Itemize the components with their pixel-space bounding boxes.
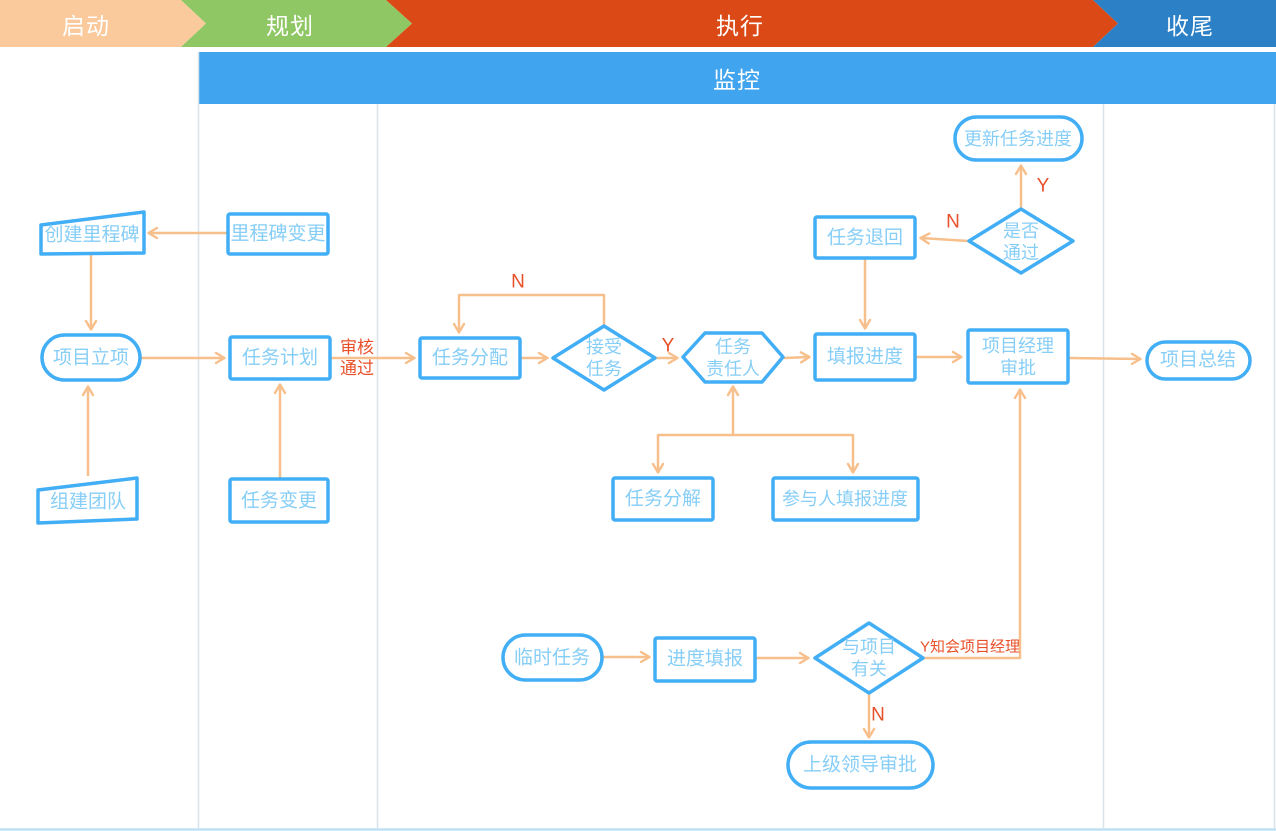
lane-dividers	[197, 52, 1276, 828]
temp-task-shape	[501, 633, 604, 682]
leader-approval-shape	[786, 740, 935, 790]
report-progress-shape	[813, 332, 917, 382]
progress-report-shape	[653, 636, 757, 683]
task-owner-shape	[681, 331, 785, 384]
project-initiation-shape	[40, 333, 142, 382]
task-plan-shape	[228, 335, 332, 381]
edge-accept-no-loop	[452, 293, 606, 334]
project-summary-shape	[1145, 340, 1252, 381]
pm-approval-shape	[966, 328, 1070, 385]
build-team-shape	[36, 476, 139, 525]
pass-or-not-shape	[967, 207, 1075, 275]
edge-pm-approval-to-summary	[1068, 352, 1142, 366]
phase-banner-execution	[386, 0, 1118, 47]
milestone-change-shape	[226, 212, 330, 256]
connectors	[81, 164, 1142, 739]
node-shapes	[36, 115, 1252, 790]
phase-banner-closing	[1093, 0, 1276, 47]
participant-report-shape	[771, 476, 920, 522]
project-related-shape	[813, 621, 925, 695]
edge-related-yes-to-pm-approval	[924, 388, 1027, 660]
accept-task-shape	[551, 324, 657, 392]
phase-banner-start	[0, 0, 206, 47]
monitor-bar	[198, 52, 1276, 104]
update-progress-shape	[953, 115, 1084, 162]
task-assign-shape	[418, 336, 522, 380]
task-change-shape	[228, 477, 330, 524]
edge-pass-no-to-task-return	[919, 232, 969, 245]
edge-task-owner-to-report-progress	[783, 351, 811, 364]
task-return-shape	[813, 215, 917, 260]
create-milestone-shape	[39, 210, 146, 256]
task-breakdown-shape	[611, 476, 715, 522]
phase-banner-planning	[181, 0, 412, 47]
